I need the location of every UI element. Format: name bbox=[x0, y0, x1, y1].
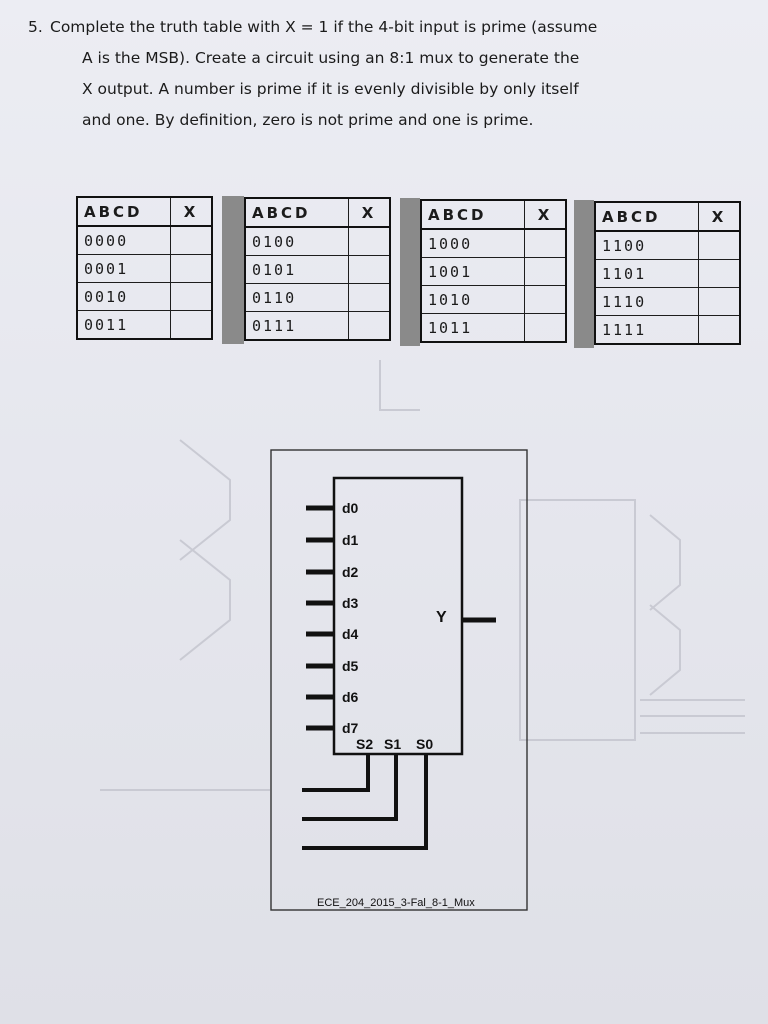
header-x: X bbox=[698, 201, 741, 232]
diagram-frame bbox=[270, 449, 528, 911]
input-cell: 0110 bbox=[244, 283, 349, 312]
mux-input-label: d1 bbox=[342, 532, 359, 548]
input-cell: 0011 bbox=[76, 310, 171, 340]
input-cell: 1110 bbox=[594, 287, 699, 316]
input-cell: 1000 bbox=[420, 228, 525, 258]
x-output-cell[interactable] bbox=[698, 230, 741, 260]
problem-line-1: Complete the truth table with X = 1 if t… bbox=[50, 18, 598, 36]
x-output-cell[interactable] bbox=[348, 226, 391, 256]
show-through-background bbox=[100, 360, 745, 791]
input-cell: 1100 bbox=[594, 230, 699, 260]
problem-line-3: X output. A number is prime if it is eve… bbox=[82, 80, 579, 98]
x-output-cell[interactable] bbox=[698, 315, 741, 345]
mux-caption: ECE_204_2015_3-Fal_8-1_Mux bbox=[317, 897, 475, 909]
input-cell: 0000 bbox=[76, 225, 171, 255]
header-abcd: ABCD bbox=[76, 196, 171, 227]
header-abcd: ABCD bbox=[420, 199, 525, 230]
header-abcd: ABCD bbox=[244, 197, 349, 228]
mux-output-label: Y bbox=[436, 609, 447, 626]
mux-input-label: d0 bbox=[342, 500, 359, 516]
input-cell: 0001 bbox=[76, 254, 171, 283]
table-separator bbox=[222, 196, 244, 344]
mux-input-label: d2 bbox=[342, 564, 359, 580]
problem-number: 5. bbox=[28, 18, 43, 36]
header-x: X bbox=[170, 196, 213, 227]
mux-input-label: d3 bbox=[342, 595, 359, 611]
x-output-cell[interactable] bbox=[170, 310, 213, 340]
input-cell: 1011 bbox=[420, 313, 525, 343]
x-output-cell[interactable] bbox=[524, 285, 567, 314]
table-separator bbox=[574, 200, 594, 348]
input-cell: 0111 bbox=[244, 311, 349, 341]
problem-line-2: A is the MSB). Create a circuit using an… bbox=[82, 49, 580, 67]
header-x: X bbox=[524, 199, 567, 230]
input-cell: 1010 bbox=[420, 285, 525, 314]
mux-select-label: S2 bbox=[356, 736, 373, 752]
x-output-cell[interactable] bbox=[698, 287, 741, 316]
mux-input-label: d7 bbox=[342, 720, 359, 736]
mux-select-label: S1 bbox=[384, 736, 401, 752]
mux-input-label: d4 bbox=[342, 626, 359, 642]
x-output-cell[interactable] bbox=[524, 257, 567, 286]
select-lines bbox=[302, 754, 428, 850]
input-cell: 0010 bbox=[76, 282, 171, 311]
input-cell: 0101 bbox=[244, 255, 349, 284]
header-x: X bbox=[348, 197, 391, 228]
x-output-cell[interactable] bbox=[524, 313, 567, 343]
input-cell: 1111 bbox=[594, 315, 699, 345]
mux-input-label: d6 bbox=[342, 689, 359, 705]
x-output-cell[interactable] bbox=[170, 254, 213, 283]
mux-input-label: d5 bbox=[342, 658, 359, 674]
x-output-cell[interactable] bbox=[348, 311, 391, 341]
header-abcd: ABCD bbox=[594, 201, 699, 232]
problem-line-4: and one. By definition, zero is not prim… bbox=[82, 111, 534, 129]
table-separator bbox=[400, 198, 420, 346]
input-cell: 1001 bbox=[420, 257, 525, 286]
x-output-cell[interactable] bbox=[348, 283, 391, 312]
x-output-cell[interactable] bbox=[170, 282, 213, 311]
x-output-cell[interactable] bbox=[170, 225, 213, 255]
data-input-lines bbox=[306, 505, 334, 731]
mux-select-label: S0 bbox=[416, 736, 433, 752]
